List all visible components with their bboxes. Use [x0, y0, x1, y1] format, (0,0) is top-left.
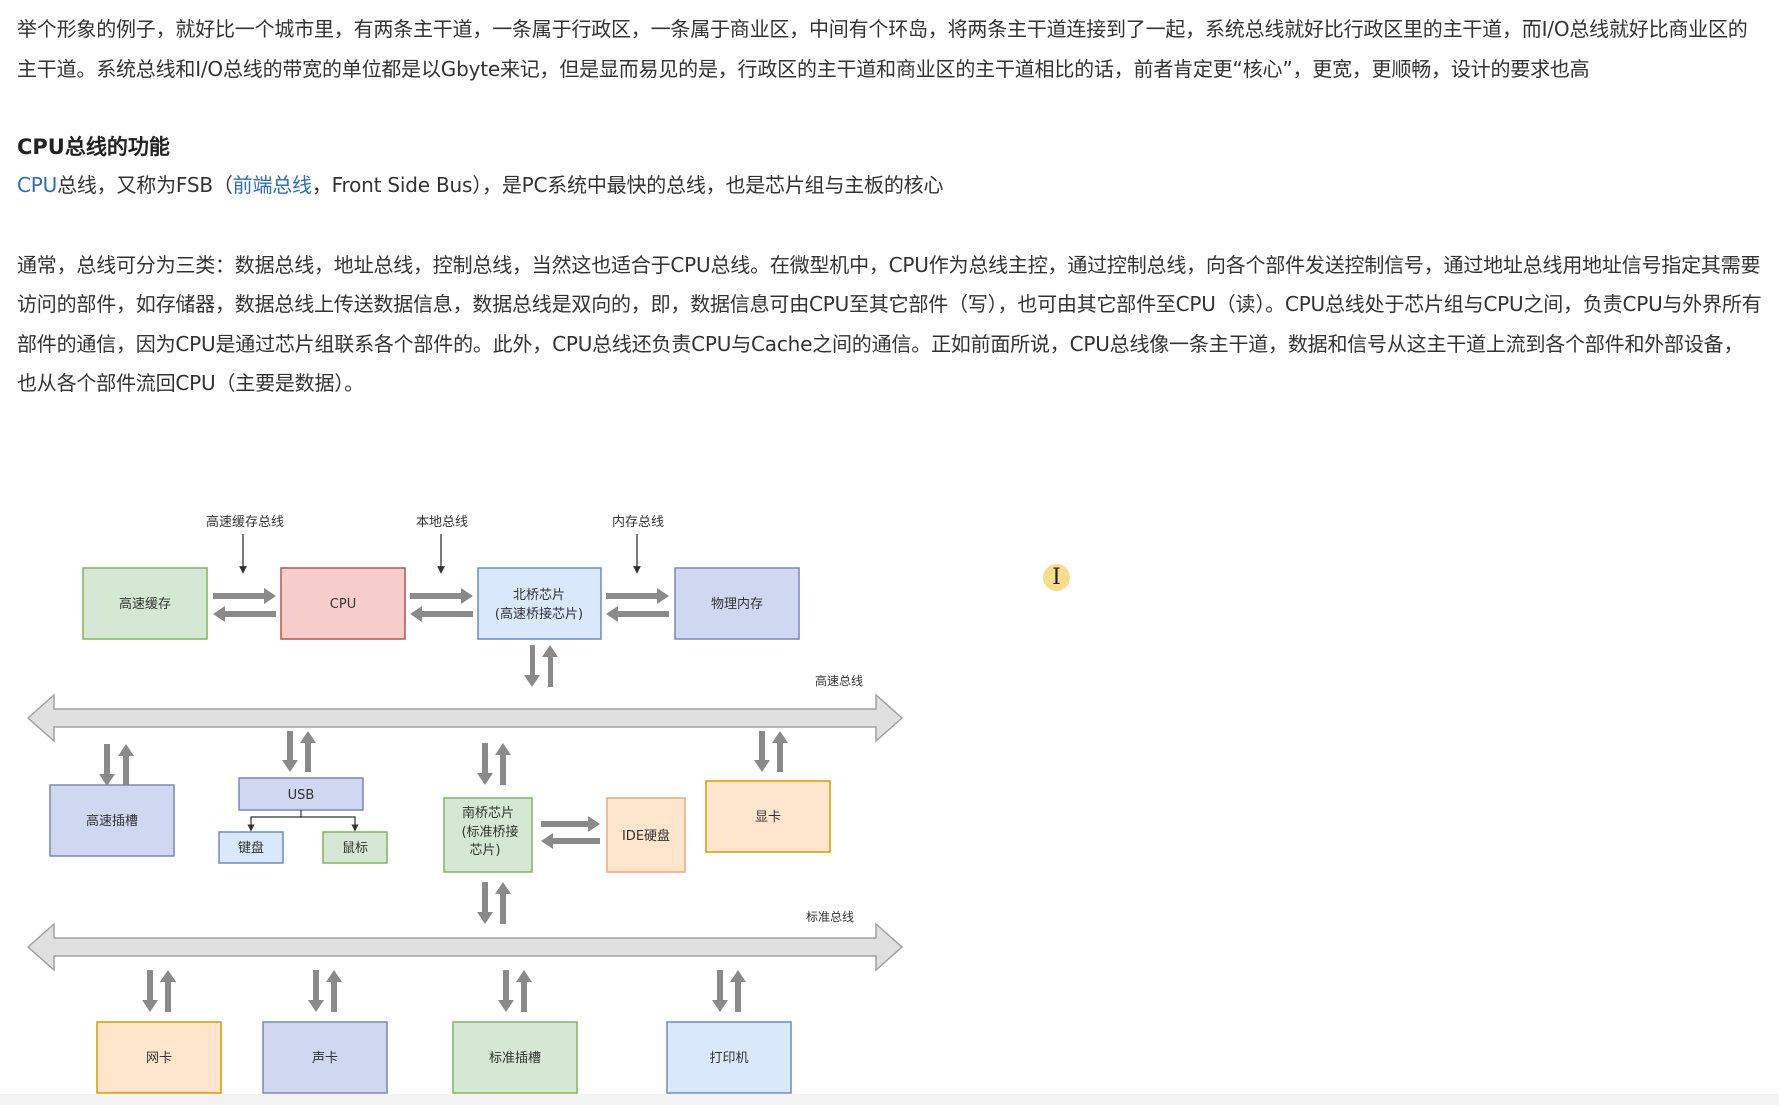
- southbridge-box: 南桥芯片 (标准桥接 芯片): [443, 797, 533, 873]
- fsb-paragraph: CPU总线，又称为FSB（前端总线，Front Side Bus），是PC系统中…: [17, 166, 1762, 206]
- highspeed-slot-box: 高速插槽: [49, 784, 175, 857]
- graphics-label: 显卡: [755, 810, 781, 825]
- southbridge-label-3: 芯片): [469, 843, 500, 858]
- sound-bus-arrows: [308, 970, 342, 1012]
- standard-slot-bus-arrows: [498, 970, 532, 1012]
- cpu-northbridge-arrows: [410, 588, 473, 622]
- northbridge-box: 北桥芯片 (高速桥接芯片): [477, 567, 602, 640]
- usb-mouse-connector: [301, 816, 359, 832]
- usb-bus-arrows: [282, 731, 316, 772]
- cache-cpu-arrows: [213, 588, 276, 622]
- memory-bus-label: 内存总线: [612, 514, 664, 530]
- cache-label: 高速缓存: [119, 596, 171, 612]
- standard-bus-label: 标准总线: [806, 910, 854, 924]
- intro-paragraph: 举个形象的例子，就好比一个城市里，有两条主干道，一条属于行政区，一条属于商业区，…: [17, 17, 1748, 81]
- keyboard-label: 键盘: [238, 840, 264, 856]
- printer-box: 打印机: [666, 1021, 792, 1094]
- local-bus-label: 本地总线: [416, 515, 468, 530]
- nic-box: 网卡: [96, 1021, 222, 1094]
- usb-box: USB: [238, 777, 364, 811]
- northbridge-label-1: 北桥芯片: [513, 588, 565, 603]
- bus-architecture-diagram: 高速缓存总线 本地总线 内存总线 高速缓存 CPU 北桥芯片 (高速桥接芯片) …: [26, 514, 904, 1094]
- southbridge-standard-arrows: [477, 882, 511, 924]
- northbridge-bus-arrows: [524, 645, 558, 687]
- high-speed-bus-label: 高速总线: [815, 673, 863, 688]
- mouse-label: 鼠标: [342, 841, 368, 856]
- highspeed-slot-label: 高速插槽: [86, 813, 138, 829]
- fsb-text-2: ，Front Side Bus），是PC系统中最快的总线，也是芯片组与主板的核心: [311, 173, 944, 197]
- southbridge-ide-arrows: [541, 816, 600, 849]
- article-body: 举个形象的例子，就好比一个城市里，有两条主干道，一条属于行政区，一条属于商业区，…: [17, 10, 1762, 404]
- memory-label: 物理内存: [711, 596, 763, 612]
- standard-bus: [26, 922, 904, 972]
- southbridge-label-1: 南桥芯片: [462, 805, 514, 821]
- southbridge-label-2: (标准桥接: [461, 824, 518, 840]
- ide-label: IDE硬盘: [622, 828, 670, 844]
- northbridge-memory-arrows: [606, 588, 669, 622]
- nic-bus-arrows: [142, 970, 176, 1012]
- high-speed-bus: [26, 693, 904, 743]
- slot-bus-arrows: [99, 744, 134, 786]
- cpu-label: CPU: [330, 597, 356, 612]
- northbridge-label-2: (高速桥接芯片): [495, 606, 583, 622]
- text-cursor-icon: I: [1043, 564, 1070, 591]
- standard-slot-label: 标准插槽: [489, 1051, 541, 1066]
- graphics-bus-arrows: [754, 731, 788, 772]
- southbridge-bus-arrows: [477, 743, 511, 785]
- front-side-bus-link[interactable]: 前端总线: [232, 173, 312, 197]
- printer-label: 打印机: [709, 1051, 748, 1066]
- section-heading: CPU总线的功能: [17, 135, 170, 159]
- bus-types-paragraph: 通常，总线可分为三类：数据总线，地址总线，控制总线，当然这也适合于CPU总线。在…: [17, 252, 1762, 396]
- cache-box: 高速缓存: [82, 567, 208, 640]
- cpu-box: CPU: [280, 567, 406, 640]
- ide-box: IDE硬盘: [606, 797, 686, 873]
- usb-keyboard-connector: [247, 810, 302, 832]
- standard-slot-box: 标准插槽: [452, 1021, 578, 1094]
- sound-box: 声卡: [262, 1021, 388, 1094]
- sound-label: 声卡: [312, 1051, 338, 1066]
- cpu-link[interactable]: CPU: [17, 173, 58, 197]
- usb-label: USB: [288, 788, 315, 803]
- graphics-box: 显卡: [705, 780, 831, 853]
- cache-bus-label: 高速缓存总线: [206, 514, 284, 530]
- fsb-text-1: 总线，又称为FSB（: [57, 173, 233, 197]
- mouse-box: 鼠标: [322, 831, 388, 864]
- keyboard-box: 键盘: [218, 831, 284, 864]
- printer-bus-arrows: [712, 970, 746, 1012]
- nic-label: 网卡: [146, 1051, 172, 1066]
- bottom-scroll-band: [0, 1094, 1779, 1105]
- memory-box: 物理内存: [674, 567, 800, 640]
